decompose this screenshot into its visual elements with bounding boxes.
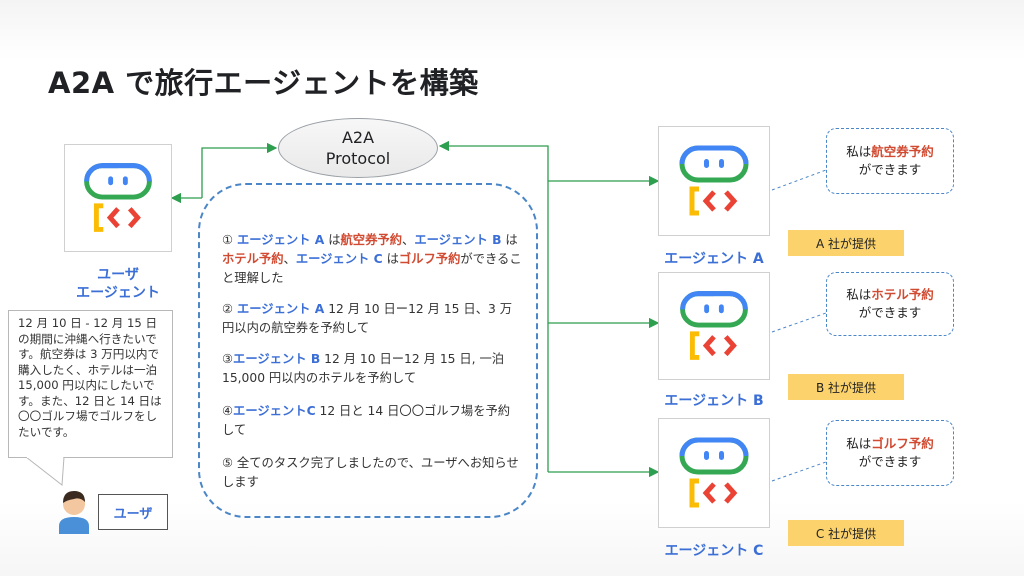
user-agent-label-line2: エージェント xyxy=(76,285,160,301)
task-1-hotel: ホテル予約 xyxy=(222,252,284,266)
agent-a-label: エージェント A xyxy=(664,251,764,267)
task-3-num: ③ xyxy=(222,352,234,366)
task-4-text: 12 日と 14 日〇〇ゴルフ場を予約して xyxy=(222,404,511,437)
agent-a-ability: 航空券予約 xyxy=(871,144,934,159)
agent-b-ability-bubble: 私はホテル予約 ができます xyxy=(826,272,954,336)
agent-a-ability-bubble: 私は航空券予約 ができます xyxy=(826,128,954,194)
request-bubble-tail xyxy=(26,457,65,486)
task-4: ④エージェントC 12 日と 14 日〇〇ゴルフ場を予約して xyxy=(222,402,522,440)
task-1-text: は xyxy=(324,233,341,247)
task-1: ① エージェント A は航空券予約、エージェント B はホテル予約、エージェント… xyxy=(222,231,522,288)
bubble-pointer-b xyxy=(771,312,827,333)
task-2-agent-a: エージェント A xyxy=(236,302,325,316)
page-title: A2A で旅行エージェントを構築 xyxy=(48,66,479,100)
task-1-text: 、 xyxy=(283,252,296,266)
user-label-box: ユーザ xyxy=(98,494,168,530)
agent-b-ability-prefix: 私は xyxy=(846,287,872,302)
task-5-text: ⑤ 全てのタスク完了しましたので、ユーザへお知らせします xyxy=(222,456,519,489)
task-flow-box xyxy=(198,183,538,518)
task-2-num: ② xyxy=(222,302,237,316)
agent-a-provider-tag: A 社が提供 xyxy=(788,230,904,256)
task-3-agent-b: エージェント B xyxy=(233,352,321,366)
task-2: ② エージェント A 12 月 10 日ー12 月 15 日、3 万円以内の航空… xyxy=(222,300,522,338)
protocol-agents-connector xyxy=(438,140,549,472)
user-request-bubble: 12 月 10 日 - 12 月 15 日の期間に沖縄へ行きたいです。航空券は … xyxy=(8,310,173,458)
user-agent-label-line1: ユーザ xyxy=(97,267,139,283)
agent-c-ability: ゴルフ予約 xyxy=(871,436,934,451)
a2a-protocol-node: A2A Protocol xyxy=(278,118,438,178)
protocol-line1: A2A xyxy=(341,128,375,147)
robot-agent-icon xyxy=(679,437,749,508)
agent-c-ability-prefix: 私は xyxy=(846,436,872,451)
agent-a-ability-suffix: ができます xyxy=(858,162,922,177)
user-agent-label: ユーザ エージェント xyxy=(60,266,176,302)
task-4-agent-c: エージェントC xyxy=(233,404,316,418)
user-protocol-connector xyxy=(201,142,278,198)
task-1-flight: 航空券予約 xyxy=(340,233,403,247)
agent-a-card xyxy=(658,126,770,236)
bubble-pointer-c xyxy=(771,461,827,482)
task-3-text: 12 月 10 日ー12 月 15 日, 一泊 15,000 円以内のホテルを予… xyxy=(222,352,505,385)
agent-c-provider-tag: C 社が提供 xyxy=(788,520,904,546)
robot-agent-icon xyxy=(84,163,152,232)
task-4-num: ④ xyxy=(222,404,234,418)
agent-a-ability-prefix: 私は xyxy=(846,144,872,159)
task-1-text: は xyxy=(501,233,518,247)
bubble-pointer-a xyxy=(771,169,827,191)
task-1-golf: ゴルフ予約 xyxy=(398,252,461,266)
user-avatar-icon xyxy=(59,491,89,534)
agent-b-card xyxy=(658,272,770,380)
agent-b-provider-tag: B 社が提供 xyxy=(788,374,904,400)
task-1-num: ① xyxy=(222,233,237,247)
agent-c-label: エージェント C xyxy=(664,543,764,559)
robot-agent-icon xyxy=(679,145,749,216)
task-1-agent-b: エージェント B xyxy=(414,233,502,247)
task-1-text: は xyxy=(382,252,399,266)
task-5: ⑤ 全てのタスク完了しましたので、ユーザへお知らせします xyxy=(222,454,522,492)
agent-b-ability: ホテル予約 xyxy=(871,287,934,302)
agent-b-label: エージェント B xyxy=(664,393,764,409)
agent-c-card xyxy=(658,418,770,528)
task-1-agent-a: エージェント A xyxy=(236,233,325,247)
task-2-text: 12 月 10 日ー12 月 15 日、3 万円以内の航空券を予約して xyxy=(222,302,513,335)
task-1-agent-c: エージェント C xyxy=(295,252,383,266)
user-request-text: 12 月 10 日 - 12 月 15 日の期間に沖縄へ行きたいです。航空券は … xyxy=(18,316,162,439)
task-1-text: ができること理解した xyxy=(222,252,522,285)
agent-c-ability-bubble: 私はゴルフ予約 ができます xyxy=(826,420,954,486)
agent-b-ability-suffix: ができます xyxy=(858,305,922,320)
agent-c-ability-suffix: ができます xyxy=(858,454,922,469)
task-1-text: 、 xyxy=(402,233,415,247)
robot-agent-icon xyxy=(680,291,748,360)
protocol-line2: Protocol xyxy=(325,149,391,168)
user-agent-card xyxy=(64,144,172,252)
task-3: ③エージェント B 12 月 10 日ー12 月 15 日, 一泊 15,000… xyxy=(222,350,522,388)
